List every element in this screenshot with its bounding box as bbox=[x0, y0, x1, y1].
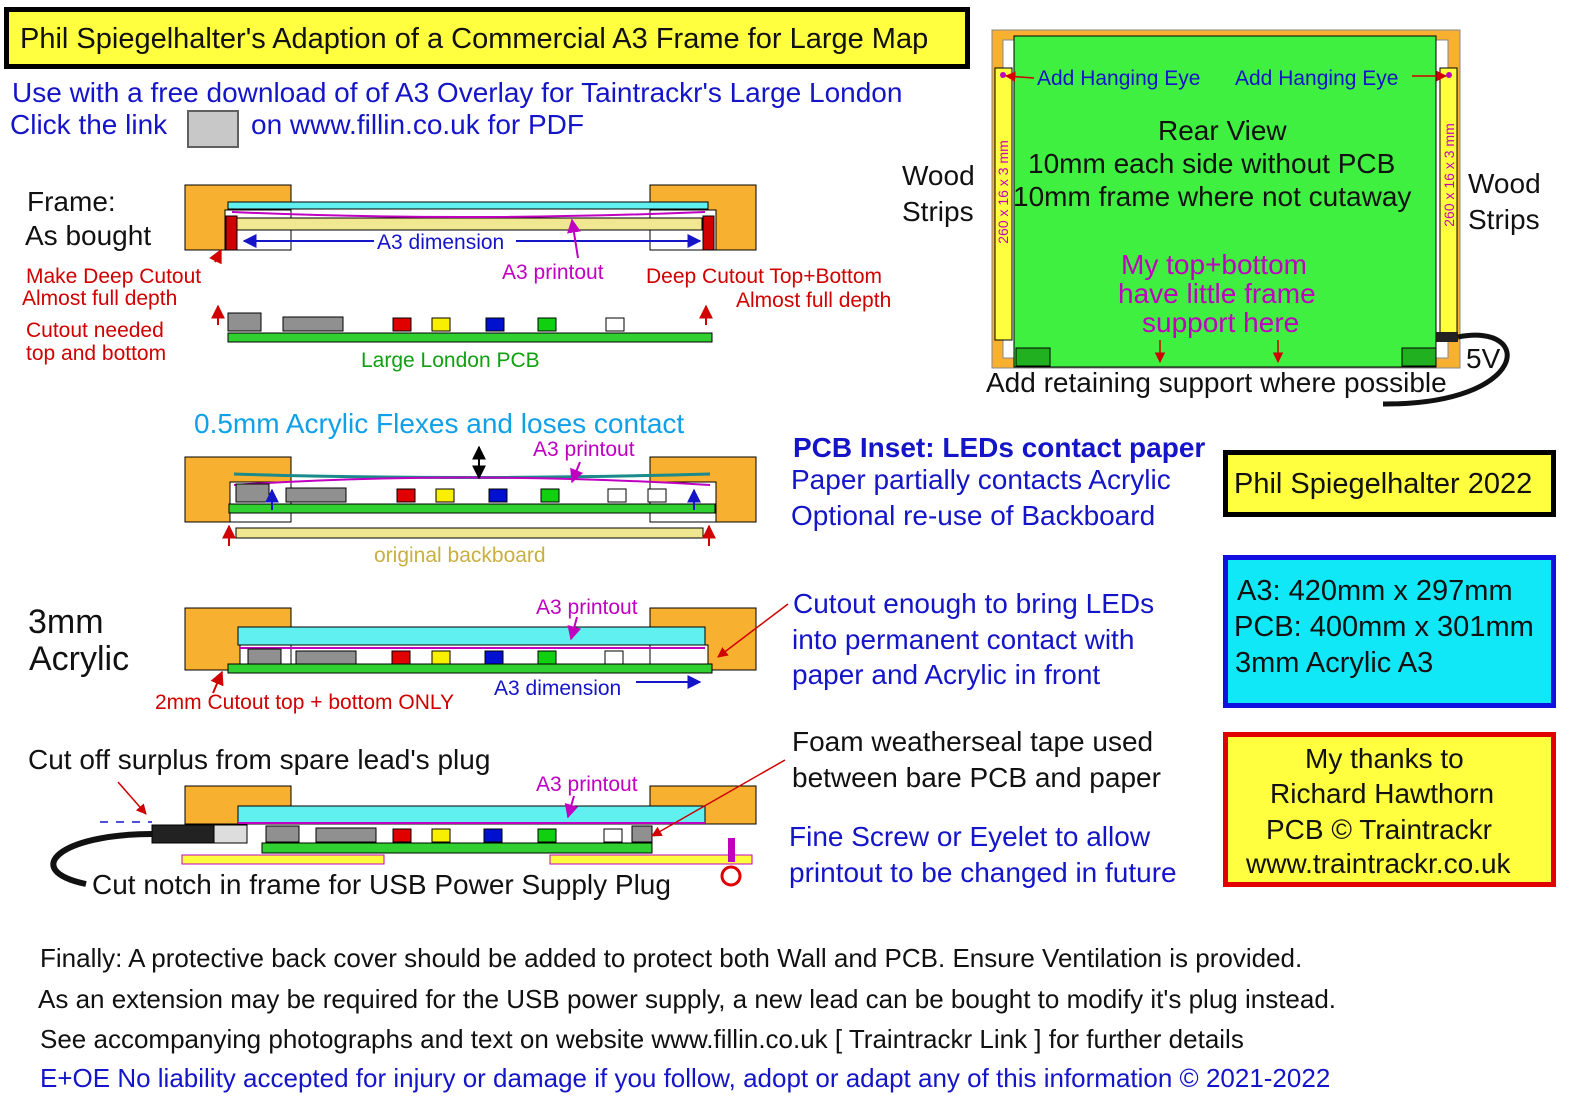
section1-label-1: Frame: bbox=[27, 186, 116, 217]
inset-heading: PCB Inset: LEDs contact paper bbox=[793, 432, 1206, 463]
usb-notch-note: Cut notch in frame for USB Power Supply … bbox=[92, 869, 671, 900]
cutout-left-1: Make Deep Cutout bbox=[26, 265, 202, 288]
spec-line-1: A3: 420mm x 297mm bbox=[1237, 575, 1513, 607]
thanks-line-2: Richard Hawthorn bbox=[1270, 778, 1495, 809]
cutout-2mm-note: 2mm Cutout top + bottom ONLY bbox=[155, 691, 454, 714]
page-title: Phil Spiegelhalter's Adaption of a Comme… bbox=[20, 23, 929, 55]
thanks-box bbox=[1223, 732, 1556, 887]
backboard-label: original backboard bbox=[374, 544, 546, 567]
foam-note-1: Foam weatherseal tape used bbox=[792, 726, 1154, 757]
inset-line-1: Paper partially contacts Acrylic bbox=[791, 464, 1171, 495]
spec-line-2: PCB: 400mm x 301mm bbox=[1234, 611, 1534, 643]
thanks-line-1: My thanks to bbox=[1305, 743, 1464, 774]
hanging-eye-right: Add Hanging Eye bbox=[1235, 67, 1399, 90]
cutout-note-3: paper and Acrylic in front bbox=[792, 659, 1101, 690]
section4-a3-printout: A3 printout bbox=[536, 773, 638, 796]
spec-box bbox=[1223, 555, 1556, 708]
screw-note-1: Fine Screw or Eyelet to allow bbox=[789, 821, 1151, 852]
screw-note-2: printout to be changed in future bbox=[789, 857, 1177, 888]
acrylic-05-heading: 0.5mm Acrylic Flexes and loses contact bbox=[194, 408, 685, 439]
rear-view-diagram bbox=[991, 29, 1510, 407]
cutout-right-2: Almost full depth bbox=[736, 289, 892, 312]
section1-label-2: As bought bbox=[25, 220, 152, 251]
cutout-needed-1: Cutout needed bbox=[26, 319, 164, 342]
strip-label-left: 260 x 16 x 3 mm bbox=[995, 140, 1011, 244]
retaining-note: Add retaining support where possible bbox=[986, 367, 1447, 398]
wood-left-1: Wood bbox=[902, 160, 975, 191]
cutout-left-2: Almost full depth bbox=[22, 287, 178, 310]
footer-line-2: As an extension may be required for the … bbox=[38, 984, 1337, 1014]
wood-right-2: Strips bbox=[1468, 204, 1540, 235]
cut-off-note: Cut off surplus from spare lead's plug bbox=[28, 744, 491, 775]
cutout-note-2: into permanent contact with bbox=[792, 624, 1135, 655]
rear-view-title: Rear View bbox=[1158, 115, 1287, 146]
cutout-right-1: Deep Cutout Top+Bottom bbox=[646, 265, 883, 288]
section3-a3-dimension: A3 dimension bbox=[494, 677, 622, 700]
pcb-label: Large London PCB bbox=[361, 349, 540, 372]
cutout-note-1: Cutout enough to bring LEDs bbox=[793, 588, 1155, 619]
strip-label-right: 260 x 16 x 3 mm bbox=[1441, 123, 1457, 227]
section3-label-1: 3mm bbox=[28, 603, 104, 641]
wood-right-1: Wood bbox=[1468, 168, 1541, 199]
section3-a3-printout: A3 printout bbox=[536, 596, 638, 619]
usb-notch-diagram bbox=[50, 759, 786, 887]
section3-label-2: Acrylic bbox=[29, 640, 130, 678]
pdf-link-icon[interactable] bbox=[187, 110, 239, 148]
section2-a3-printout: A3 printout bbox=[533, 438, 635, 461]
intro-line-2b: on www.fillin.co.uk for PDF bbox=[251, 109, 584, 140]
acrylic-3mm-diagram bbox=[184, 603, 789, 694]
footer-disclaimer: E+OE No liability accepted for injury or… bbox=[40, 1063, 1331, 1093]
support-note-1: My top+bottom bbox=[1121, 249, 1307, 280]
thanks-line-3: PCB © Traintrackr bbox=[1266, 814, 1493, 845]
spec-line-3: 3mm Acrylic A3 bbox=[1235, 647, 1434, 679]
voltage-label: 5V bbox=[1466, 343, 1501, 374]
section1-a3-dimension: A3 dimension bbox=[377, 231, 505, 254]
support-note-2: have little frame bbox=[1118, 278, 1316, 309]
footer-line-1: Finally: A protective back cover should … bbox=[40, 943, 1303, 973]
acrylic-05-diagram bbox=[184, 445, 757, 546]
section1-a3-printout: A3 printout bbox=[502, 261, 604, 284]
thanks-link[interactable]: www.traintrackr.co.uk bbox=[1246, 848, 1511, 879]
footer-line-3: See accompanying photographs and text on… bbox=[40, 1024, 1244, 1054]
cutout-needed-2: top and bottom bbox=[26, 342, 167, 365]
inset-line-2: Optional re-use of Backboard bbox=[791, 500, 1156, 531]
title-box bbox=[4, 7, 970, 69]
hanging-eye-left: Add Hanging Eye bbox=[1037, 67, 1201, 90]
author-label: Phil Spiegelhalter 2022 bbox=[1234, 468, 1533, 500]
wood-left-2: Strips bbox=[902, 196, 974, 227]
frame-as-bought-diagram bbox=[184, 184, 757, 343]
author-box bbox=[1223, 450, 1556, 517]
intro-line-1: Use with a free download of of A3 Overla… bbox=[12, 77, 903, 108]
rear-view-line-2: 10mm each side without PCB bbox=[1028, 148, 1396, 179]
intro-line-2a: Click the link bbox=[10, 109, 168, 140]
support-note-3: support here bbox=[1142, 307, 1300, 338]
foam-note-2: between bare PCB and paper bbox=[792, 762, 1161, 793]
rear-view-line-3: 10mm frame where not cutaway bbox=[1013, 181, 1412, 212]
